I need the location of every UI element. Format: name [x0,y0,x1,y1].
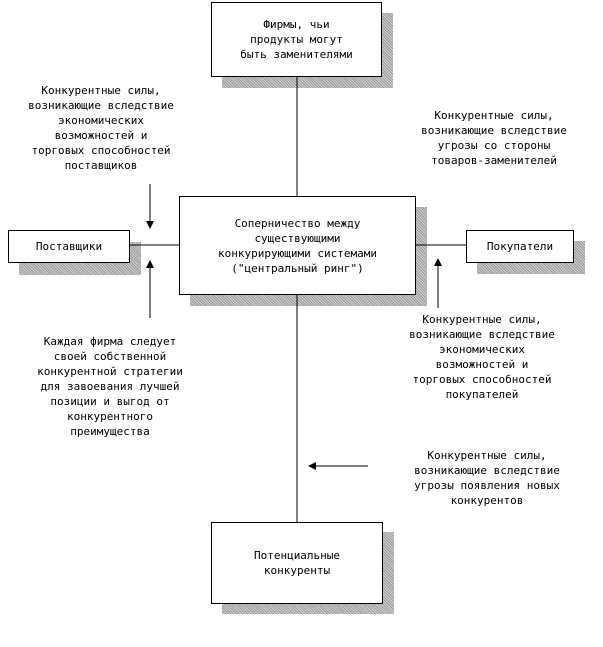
entrants-force-label: Конкурентные силы, возникающие вследстви… [414,449,560,507]
substitutes-force-label: Конкурентные силы, возникающие вследстви… [421,109,567,167]
buyers-box: Покупатели [466,230,574,263]
suppliers-box: Поставщики [8,230,130,263]
buyers-force-label: Конкурентные силы, возникающие вследстви… [409,313,555,401]
substitutes-box: Фирмы, чьи продукты могут быть заменител… [211,2,382,77]
firm-strategy-label: Каждая фирма следует своей собственной к… [37,335,183,438]
potential-box: Потенциальные конкуренты [211,522,383,604]
suppliers-force-label: Конкурентные силы, возникающие вследстви… [28,84,174,172]
central-box: Соперничество между существующими конкур… [179,196,416,295]
